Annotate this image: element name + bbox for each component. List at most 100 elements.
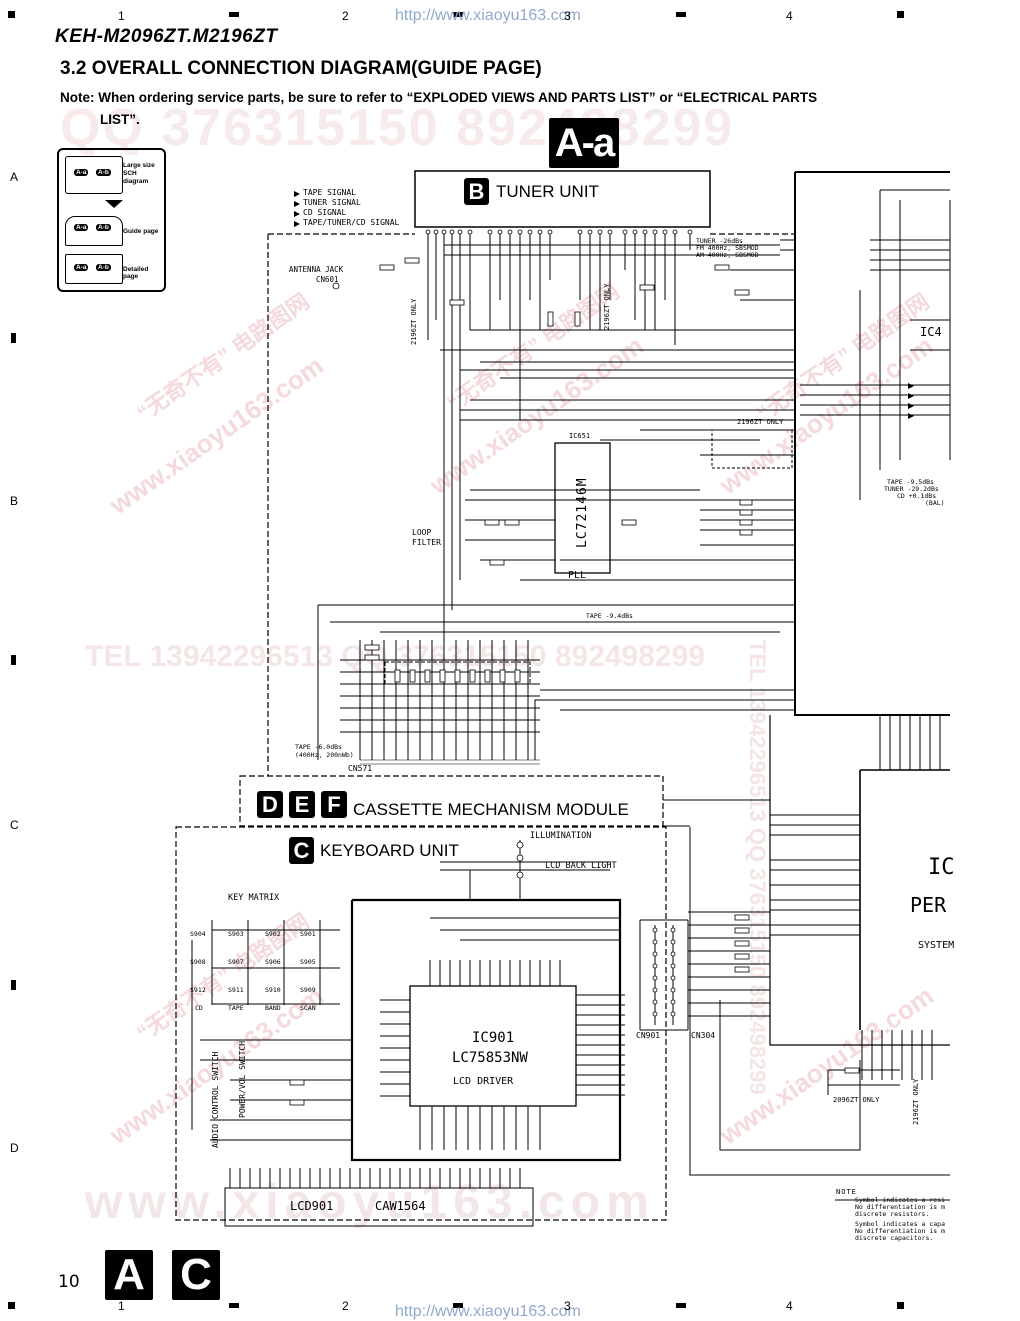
lcd-back-light-label: LCD BACK LIGHT (545, 861, 617, 871)
detailed-page-label: Detailed page (123, 266, 149, 280)
cn601-label: CN601 (316, 275, 339, 284)
column-marker (676, 1303, 686, 1308)
corner-marker (8, 11, 15, 18)
tuner-level: TUNER -26dBs (696, 237, 743, 245)
watermark-tel: TEL 13942296513 QQ 376315150 892498299 (85, 640, 705, 673)
column-marker (897, 1302, 904, 1309)
row-c: C (10, 818, 19, 832)
tape-level-1: TAPE -9.4dBs (586, 612, 633, 620)
ic901-desc: LCD DRIVER (453, 1076, 514, 1087)
ic901-label: IC901 (472, 1030, 515, 1046)
column-3-top: 3 (564, 9, 571, 23)
switch-s908: S908 (190, 958, 206, 966)
watermark-qq: QQ 376315150 892498299 (60, 99, 735, 157)
tuner-level-2: TUNER -29.2dBs (884, 485, 939, 493)
large-size-label: Large size SCH diagram (123, 162, 155, 185)
tuner-unit-badge: B (464, 178, 489, 205)
switch-s909: S909 (300, 986, 316, 994)
legend-tuner-signal: TUNER SIGNAL (303, 198, 361, 207)
row-a: A (10, 170, 19, 184)
ic901-part: LC75853NW (452, 1050, 528, 1066)
detail-book-icon: A-a A-b (65, 254, 123, 284)
column-3-bottom: 3 (564, 1299, 571, 1313)
notes-line4: Symbol indicates a capa (855, 1220, 946, 1228)
column-marker (229, 1303, 239, 1308)
legend-cd-signal: CD SIGNAL (303, 208, 347, 217)
switch-s911: S911 (228, 986, 244, 994)
pll-label: PLL (568, 570, 587, 581)
switch-s912: S912 (190, 986, 206, 994)
cassette-badge-f: F (321, 791, 347, 818)
switch-s910: S910 (265, 986, 281, 994)
tape-level-3: TAPE -6.0dBs (295, 743, 342, 751)
key-band: BAND (265, 1004, 281, 1012)
key-matrix-label: KEY MATRIX (228, 893, 280, 903)
page-number: 10 (58, 1272, 80, 1292)
only-2196-right-vertical: 2196ZT ONLY (912, 1078, 920, 1125)
tag-a-a: A-a (74, 264, 89, 271)
illumination-label: ILLUMINATION (530, 831, 592, 841)
cn571-label: CN571 (348, 764, 373, 773)
column-1-top: 1 (118, 9, 125, 23)
audio-control-switch-label: AUDIO CONTROL SWITCH (211, 1051, 220, 1148)
switch-s902: S902 (265, 930, 281, 938)
only-2196-vertical: 2196ZT ONLY (410, 298, 418, 345)
row-marker (11, 333, 16, 343)
cassette-badge-d: D (257, 791, 283, 818)
cn304-label: CN304 (691, 1031, 716, 1040)
only-2196-vertical-2: 2196ZT ONLY (603, 283, 611, 330)
url-top[interactable]: http://www.xiaoyu163.com (395, 7, 581, 24)
page-badge-a-a: A-a (549, 118, 619, 168)
system-label: SYSTEM (918, 940, 955, 951)
notes-line5: No differentiation is m (855, 1227, 946, 1235)
page-title: 3.2 OVERALL CONNECTION DIAGRAM(GUIDE PAG… (60, 58, 542, 79)
tag-a-a: A-a (74, 169, 89, 176)
tuner-unit-title: TUNER UNIT (496, 182, 599, 201)
tape-condition: (400Hz, 200nWb) (295, 751, 354, 759)
ic4-label: IC4 (920, 325, 942, 339)
service-note-line2: LIST”. (100, 112, 140, 127)
notes-line1: Symbol indicates a resi (855, 1196, 946, 1204)
fm-level: FM 400Hz, SBSMOD (696, 244, 759, 252)
ic-label: IC (928, 855, 955, 880)
footer-badge-a: A (105, 1250, 153, 1300)
ic651-label: IC651 (569, 432, 591, 440)
tag-a-b: A-b (96, 169, 111, 176)
bal-label: (BAL) (925, 499, 945, 507)
legend-combined-signal: TAPE/TUNER/CD SIGNAL (303, 218, 400, 227)
lcd901-part: CAW1564 (375, 1199, 426, 1213)
tag-a-b: A-b (96, 224, 111, 231)
service-note-line1: Note: When ordering service parts, be su… (60, 90, 818, 105)
switch-s903: S903 (228, 930, 244, 938)
key-tape: TAPE (228, 1004, 244, 1012)
switch-s906: S906 (265, 958, 281, 966)
large-size-icon: A-a A-b (65, 156, 123, 194)
url-bottom[interactable]: http://www.xiaoyu163.com (395, 1303, 581, 1320)
corner-marker (8, 1302, 15, 1309)
lcd901-label: LCD901 (290, 1199, 334, 1213)
model-number: KEH-M2096ZT.M2196ZT (55, 26, 278, 47)
cassette-module-title: CASSETTE MECHANISM MODULE (353, 800, 629, 819)
ic651-part: LC72146M (575, 477, 590, 548)
down-arrow-icon (105, 200, 123, 208)
am-level: AM 400Hz, SBSMOD (696, 251, 759, 259)
legend-tape-signal: TAPE SIGNAL (303, 188, 356, 197)
column-4-top: 4 (786, 9, 793, 23)
per-label: PER (910, 893, 947, 917)
column-marker (453, 12, 463, 17)
notes-line2: No differentiation is m (855, 1203, 946, 1211)
column-1-bottom: 1 (118, 1299, 125, 1313)
key-cd: CD (195, 1004, 203, 1012)
column-marker (897, 11, 904, 18)
column-2-top: 2 (342, 9, 349, 23)
keyboard-unit-title: KEYBOARD UNIT (320, 841, 459, 860)
row-d: D (10, 1141, 19, 1155)
only-2096-label: 2096ZT ONLY (833, 1096, 880, 1104)
antenna-jack-label: ANTENNA JACK (289, 265, 344, 274)
cassette-badge-e: E (289, 791, 315, 818)
key-scan: SCAN (300, 1004, 316, 1012)
only-2196-label: 2196ZT ONLY (737, 418, 784, 426)
power-vol-switch-label: POWER/VOL SWITCH (238, 1040, 247, 1118)
notes-line6: discrete capacitors. (855, 1234, 934, 1242)
guide-page-label: Guide page (123, 228, 159, 235)
